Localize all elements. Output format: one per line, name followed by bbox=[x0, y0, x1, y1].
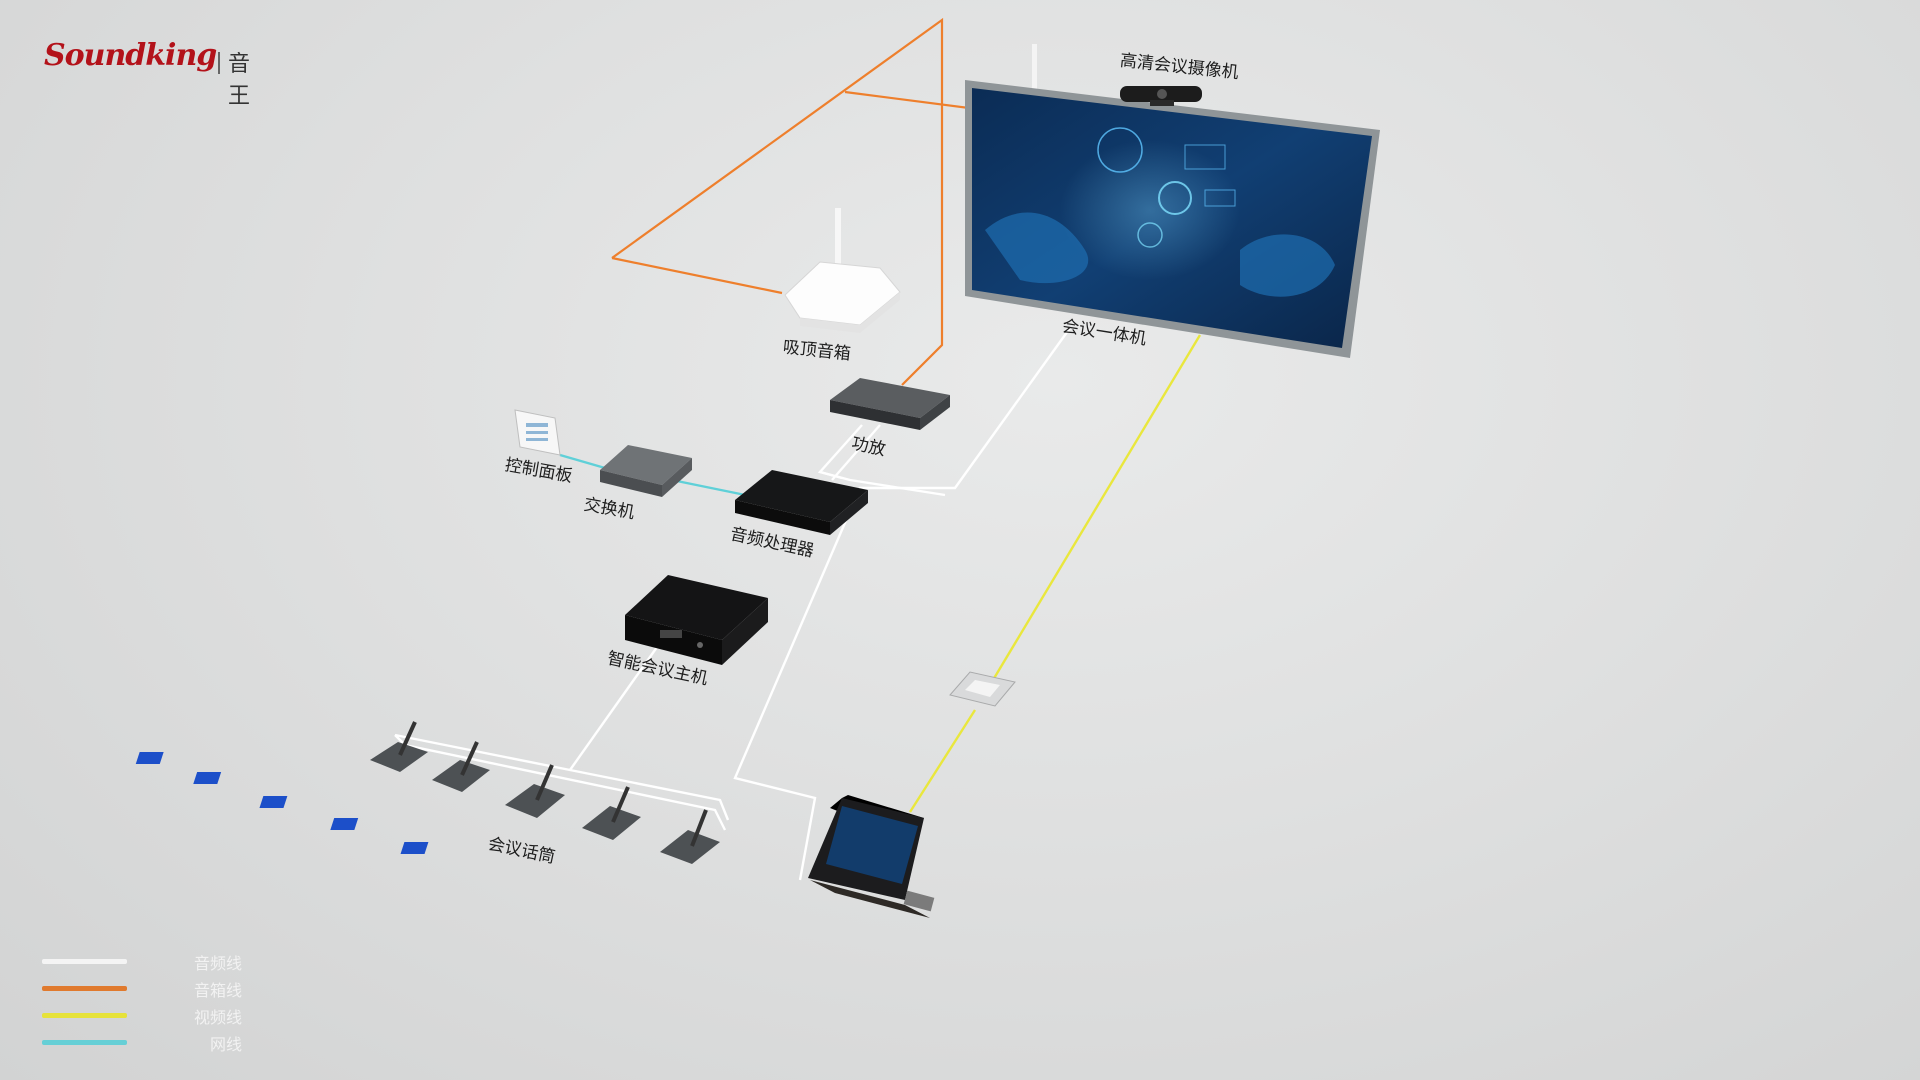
camera-device bbox=[1120, 86, 1202, 106]
network-cable bbox=[559, 453, 756, 499]
cable-legend: 音频线 音箱线 视频线 网线 bbox=[42, 948, 242, 1056]
switch-device bbox=[600, 445, 692, 497]
microphone-5 bbox=[400, 809, 720, 864]
legend-label-speaker: 音箱线 bbox=[193, 981, 242, 1000]
legend-item: 网线 bbox=[42, 1029, 242, 1056]
legend-item: 视频线 bbox=[42, 1002, 242, 1029]
microphone-2 bbox=[193, 741, 490, 792]
legend-label-video: 视频线 bbox=[193, 1008, 242, 1027]
microphones bbox=[135, 721, 720, 864]
display-panel bbox=[965, 80, 1380, 358]
legend-swatch-audio bbox=[42, 959, 127, 964]
brand-name-cn: 音王 bbox=[228, 52, 254, 109]
laptop-device bbox=[808, 795, 935, 918]
legend-swatch-speaker bbox=[42, 986, 127, 991]
audio-processor-device bbox=[735, 470, 868, 535]
speaker-cable bbox=[611, 17, 1001, 386]
legend-label-audio: 音频线 bbox=[193, 954, 242, 973]
amplifier-device bbox=[830, 378, 950, 430]
brand-divider bbox=[218, 52, 220, 74]
legend-swatch-video bbox=[42, 1013, 127, 1018]
legend-swatch-network bbox=[42, 1040, 127, 1045]
video-cable bbox=[908, 334, 1202, 813]
microphone-4 bbox=[330, 786, 641, 840]
brand-logo: Soundking 音王 bbox=[38, 32, 268, 109]
conference-host-device bbox=[625, 575, 768, 665]
audio-cables bbox=[394, 327, 1071, 881]
legend-item: 音频线 bbox=[42, 948, 242, 975]
control-panel-device bbox=[514, 409, 561, 456]
ceiling-speaker-device bbox=[784, 208, 901, 333]
microphone-1 bbox=[135, 721, 428, 772]
microphone-3 bbox=[259, 764, 565, 818]
floor-socket-device bbox=[949, 671, 1016, 707]
legend-label-network: 网线 bbox=[209, 1035, 242, 1054]
brand-name-en: Soundking bbox=[44, 38, 217, 73]
legend-item: 音箱线 bbox=[42, 975, 242, 1002]
